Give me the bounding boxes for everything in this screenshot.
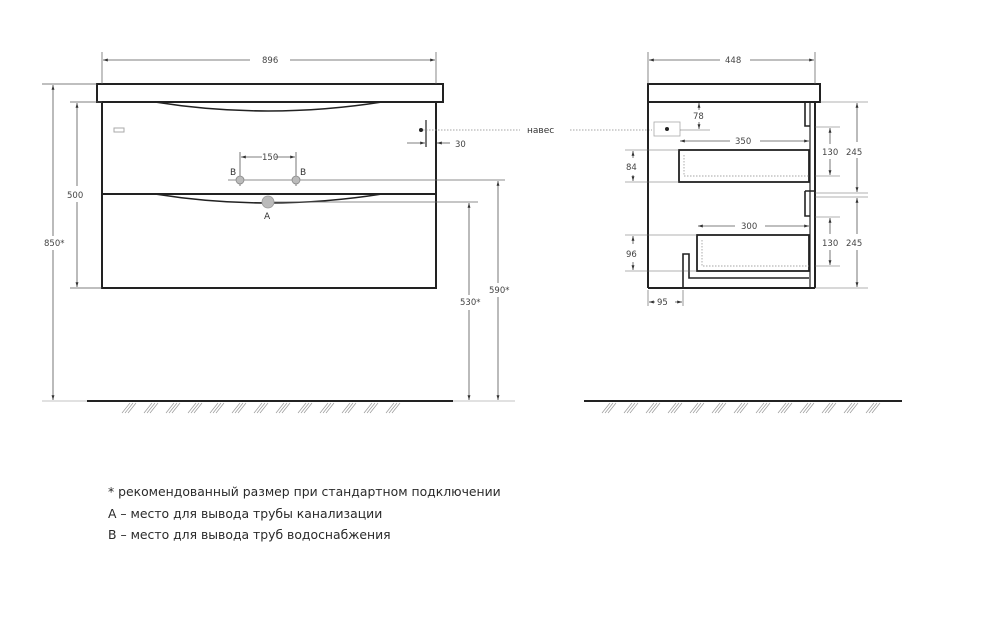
front-floor-hatch — [121, 402, 401, 414]
dim-pipe-spacing: 150 — [262, 153, 278, 163]
side-view: 448 78 350 84 300 96 95 — [584, 52, 902, 414]
dim-hinge-offset: 30 — [455, 140, 466, 150]
label-b-right: B — [300, 168, 306, 178]
dim-supply-height: 590* — [489, 286, 509, 296]
dim-upper-drawer-depth: 350 — [735, 137, 751, 147]
hinge-point-icon — [419, 128, 423, 132]
dim-upper-drawer-height: 84 — [626, 163, 637, 173]
dim-lower-cutout: 95 — [657, 298, 668, 308]
drain-pipe-icon — [261, 195, 275, 209]
dim-lower-drawer-height: 96 — [626, 250, 637, 260]
dim-lower-handle: 130 — [822, 239, 838, 249]
lower-cutout — [682, 253, 809, 288]
hinge-label: навес — [527, 126, 554, 136]
side-countertop — [647, 83, 821, 103]
upper-drawer — [678, 149, 810, 183]
label-b-left: B — [230, 168, 236, 178]
side-hinge-bracket — [653, 121, 681, 137]
front-countertop — [96, 83, 444, 103]
dim-total-width: 896 — [262, 56, 278, 66]
upper-handle-curve — [154, 101, 383, 112]
supply-pipe-left-icon — [235, 175, 245, 185]
label-a: A — [264, 212, 271, 222]
front-view: 30 навес 150 B B A 896 500 — [42, 52, 652, 414]
note-recommended-size: * рекомендованный размер при стандартном… — [108, 484, 501, 499]
side-floor-hatch — [601, 402, 881, 414]
left-bracket-icon — [113, 127, 125, 133]
note-drain-location: А – место для вывода трубы канализации — [108, 505, 383, 521]
supply-pipe-right-icon — [291, 175, 301, 185]
legend-notes: * рекомендованный размер при стандартном… — [108, 481, 501, 546]
dim-total-depth: 448 — [725, 56, 741, 66]
dim-drain-height: 530* — [460, 298, 480, 308]
dim-total-height: 850* — [44, 239, 64, 249]
dim-hinge-from-top: 78 — [693, 112, 704, 122]
dim-upper-front: 245 — [846, 148, 862, 158]
dim-upper-handle: 130 — [822, 148, 838, 158]
note-water-supply-location: В – место для вывода труб водоснабжения — [108, 527, 391, 542]
dim-lower-front: 245 — [846, 239, 862, 249]
dim-lower-drawer-depth: 300 — [741, 222, 757, 232]
dim-cabinet-height: 500 — [67, 191, 83, 201]
lower-drawer — [696, 234, 810, 272]
